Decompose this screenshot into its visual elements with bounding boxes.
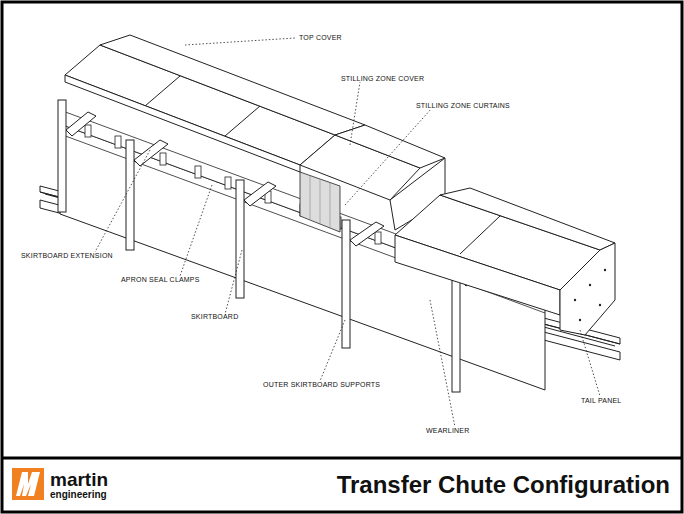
part-label: OUTER SKIRTBOARD SUPPORTS (262, 381, 381, 388)
part-label: SKIRTBOARD (190, 313, 239, 320)
logo-word: engineering (50, 490, 107, 500)
part-label: APRON SEAL CLAMPS (120, 276, 201, 283)
part-label: STILLING ZONE CURTAINS (415, 102, 511, 109)
title: Transfer Chute Configuration (337, 471, 670, 499)
logo-word: martin (50, 470, 108, 489)
part-label: SKIRTBOARD EXTENSION (20, 252, 114, 259)
part-label: TOP COVER (298, 34, 343, 41)
part-label: STILLING ZONE COVER (340, 75, 425, 82)
part-label: WEARLINER (425, 427, 470, 434)
part-label: TAIL PANEL (580, 397, 622, 404)
